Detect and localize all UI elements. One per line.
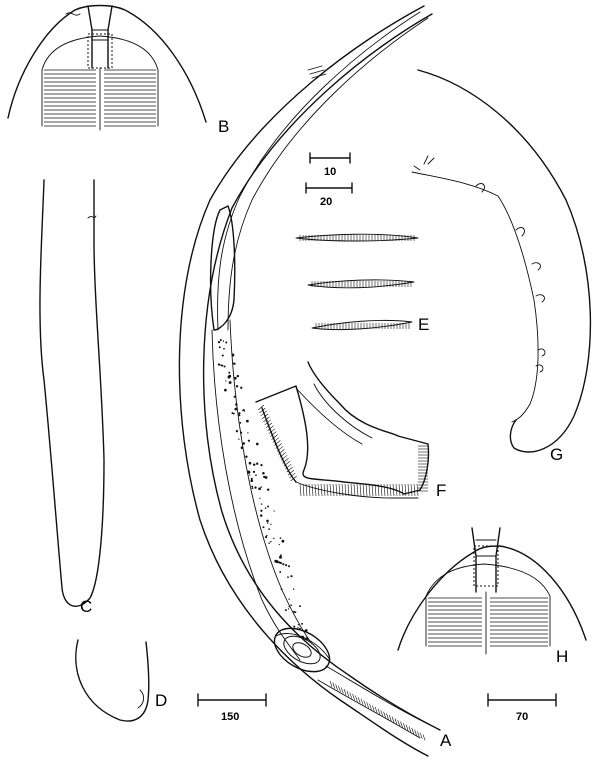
figure-a-whole-worm	[178, 5, 441, 757]
figure-a-spicule-coil	[273, 627, 331, 673]
scale-bar-10	[309, 152, 351, 164]
figure-h-stoma	[473, 545, 499, 587]
scale-bar-20	[305, 182, 353, 194]
panel-label-d: D	[155, 691, 167, 710]
panel-label-c: C	[80, 597, 92, 616]
panel-label-b: B	[218, 117, 229, 136]
scale-bar-70	[487, 693, 557, 707]
panel-label-f: F	[436, 481, 446, 500]
figure-b-muscle-striations	[44, 69, 156, 127]
panel-label-a: A	[440, 731, 452, 750]
figure-a-caudal-striations	[329, 680, 426, 741]
figure-d-tail	[75, 639, 150, 722]
figure-h-head	[397, 527, 587, 655]
figure-f-bursa-detail	[255, 361, 430, 499]
scale-label-150: 150	[221, 711, 239, 723]
panel-label-h: H	[556, 647, 568, 666]
figure-h-muscle-striations	[428, 597, 548, 647]
panel-label-e: E	[418, 315, 429, 334]
scale-bar-150	[197, 693, 267, 707]
scale-label-20: 20	[320, 196, 332, 208]
figure-g-caudal-papillae	[411, 69, 592, 453]
scale-label-10: 10	[324, 166, 336, 178]
figure-e-cuticle-strips	[295, 233, 419, 331]
scale-label-70: 70	[516, 711, 528, 723]
figure-a-esophageal-bulb	[209, 205, 236, 331]
figure-c-body-outline	[39, 179, 105, 607]
panel-label-g: G	[550, 445, 563, 464]
figure-b-anterior-end	[7, 4, 207, 131]
